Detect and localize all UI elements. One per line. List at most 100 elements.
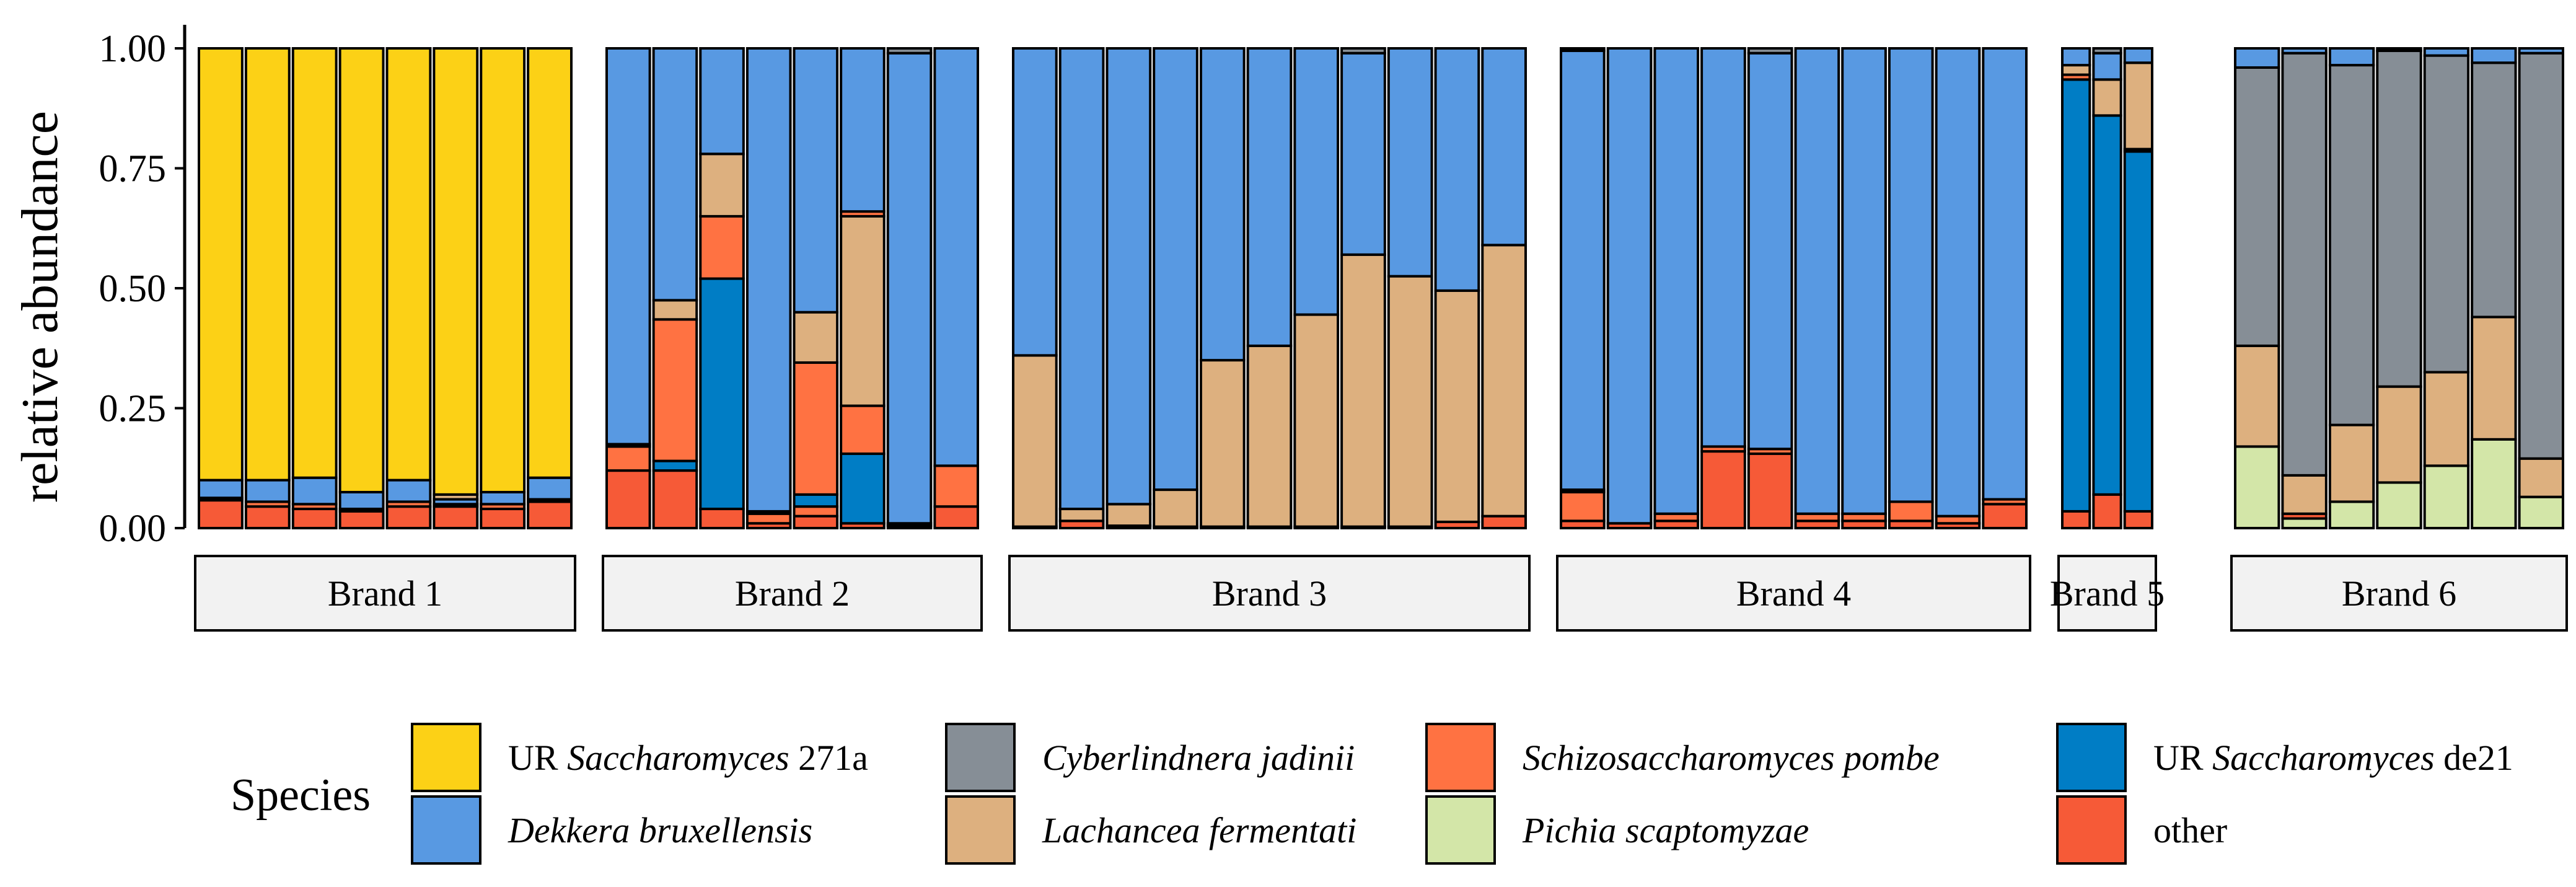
legend-item-cyber: Cyberlindnera jadinii: [945, 723, 1355, 792]
bar-segment-dekkera: [886, 51, 933, 525]
bar-segment-cyber: [2518, 51, 2565, 460]
bar-segment-lachancea: [699, 152, 745, 218]
facet-strip-label: Brand 6: [2342, 573, 2456, 614]
bar-segment-other: [527, 500, 573, 529]
bar-segment-dekkera: [1653, 47, 1700, 515]
legend-label: Cyberlindnera jadinii: [1042, 738, 1355, 778]
bar-segment-schizo: [745, 512, 792, 525]
bar-segment-dekkera: [2423, 47, 2470, 57]
legend-swatch: [2056, 723, 2127, 792]
bar-segment-dekkera: [745, 47, 792, 513]
bar-segment-other: [933, 505, 979, 529]
bar-segment-lachancea: [2092, 78, 2122, 117]
y-tick-label: 1.00: [99, 28, 167, 70]
bar-segment-other: [1982, 503, 2028, 529]
bar-segment-dekkera: [2092, 51, 2122, 81]
bar-segment-lachancea: [2061, 64, 2091, 76]
bar-segment-dekkera: [1246, 47, 1293, 347]
legend-item-dekkera: Dekkera bruxellensis: [411, 795, 812, 865]
facet-strip: [1008, 555, 1531, 632]
bar-segment-other: [652, 469, 698, 529]
facet-strip: [602, 555, 983, 632]
panel-3: Brand 3: [1008, 47, 1531, 632]
bar-segment-dekkera: [840, 47, 886, 213]
bar-segment-schizo: [933, 464, 979, 508]
legend-label: Dekkera bruxellensis: [508, 810, 812, 850]
bar-segment-dekkera: [2471, 47, 2517, 64]
bar-segment-lachancea: [2328, 423, 2375, 503]
bar-segment-lachancea: [1058, 508, 1105, 523]
bar-segment-urde21: [2061, 78, 2091, 513]
bar-segment-other: [2061, 510, 2091, 529]
bar-segment-ur271a: [244, 47, 291, 482]
bar-segment-pichia: [2471, 438, 2517, 529]
bar-segment-ur271a: [338, 47, 385, 493]
panel-6: Brand 6: [2230, 47, 2568, 632]
legend-swatch: [2056, 795, 2127, 865]
bar-segment-cyber: [2423, 54, 2470, 374]
bar-segment-dekkera: [605, 47, 651, 446]
bar-segment-dekkera: [1153, 47, 1198, 492]
panel-1: Brand 1: [194, 47, 576, 632]
facet-strip-label: Brand 4: [1736, 573, 1851, 614]
facet-strip: [194, 555, 576, 632]
legend-label: UR Saccharomyces de21: [2153, 738, 2513, 778]
bar-segment-lachancea: [1153, 488, 1198, 528]
bar-segment-dekkera: [1747, 51, 1793, 451]
bar-segment-schizo: [793, 505, 839, 518]
bar-segment-dekkera: [1199, 47, 1246, 362]
legend-item-other: other: [2056, 795, 2227, 865]
bar-segment-dekkera: [652, 47, 698, 302]
bar-segment-other: [1700, 450, 1746, 529]
bar-segment-other: [605, 469, 651, 529]
bar-segment-pichia: [2281, 517, 2328, 530]
bar-segment-pichia: [2518, 495, 2565, 530]
bar-segment-ur271a: [480, 47, 526, 493]
bar-segment-lachancea: [1481, 244, 1527, 518]
bar-segment-cyber: [2281, 51, 2328, 477]
bar-segment-dekkera: [198, 479, 244, 500]
bar-segment-other: [480, 508, 526, 529]
bar-segment-cyber: [2234, 66, 2280, 347]
bar-segment-cyber: [886, 47, 933, 55]
legend-item-urde21: UR Saccharomyces de21: [2056, 723, 2513, 792]
y-axis: 0.000.250.500.751.00: [99, 25, 187, 550]
y-tick-label: 0.50: [99, 268, 167, 310]
bar-segment-dekkera: [1293, 47, 1340, 316]
bar-segment-cyber: [2092, 47, 2122, 55]
bar-segment-other: [2123, 510, 2154, 529]
bar-segment-other: [433, 505, 479, 529]
bar-segment-lachancea: [840, 214, 886, 407]
bar-segment-dekkera: [2234, 47, 2280, 69]
bar-segment-urde21: [2123, 150, 2154, 513]
bar-segment-lachancea: [1199, 359, 1246, 528]
bar-segment-dekkera: [1606, 47, 1653, 525]
bar-segment-cyber: [2471, 61, 2517, 319]
bar-segment-dekkera: [2061, 47, 2091, 67]
bar-segment-cyber: [2376, 49, 2422, 388]
bar-segment-dekkera: [1012, 47, 1058, 357]
bar-segment-lachancea: [1434, 289, 1480, 523]
bar-segment-dekkera: [1106, 47, 1152, 506]
bar-segment-lachancea: [1340, 253, 1386, 528]
bar-segment-dekkera: [385, 479, 432, 503]
bar-segment-urde21: [2092, 114, 2122, 496]
bar-segment-lachancea: [1293, 313, 1340, 528]
legend-item-pichia: Pichia scaptomyzae: [1425, 795, 1809, 865]
bar-segment-other: [793, 514, 839, 530]
bar-segment-dekkera: [338, 490, 385, 511]
bar-segment-dekkera: [1794, 47, 1840, 515]
bar-segment-schizo: [793, 361, 839, 496]
bar-segment-pichia: [2376, 481, 2422, 529]
bar-segment-dekkera: [1058, 47, 1105, 511]
panel-2: Brand 2: [602, 47, 983, 632]
bar-segment-lachancea: [2281, 474, 2328, 515]
bar-segment-dekkera: [1700, 47, 1746, 448]
bar-segment-dekkera: [291, 476, 338, 506]
legend-swatch: [945, 795, 1016, 865]
bar-segment-urde21: [699, 277, 745, 511]
bar-segment-cyber: [2328, 64, 2375, 426]
bar-segment-pichia: [2328, 500, 2375, 529]
bar-segment-other: [385, 505, 432, 529]
bar-segment-cyber: [1340, 47, 1386, 55]
